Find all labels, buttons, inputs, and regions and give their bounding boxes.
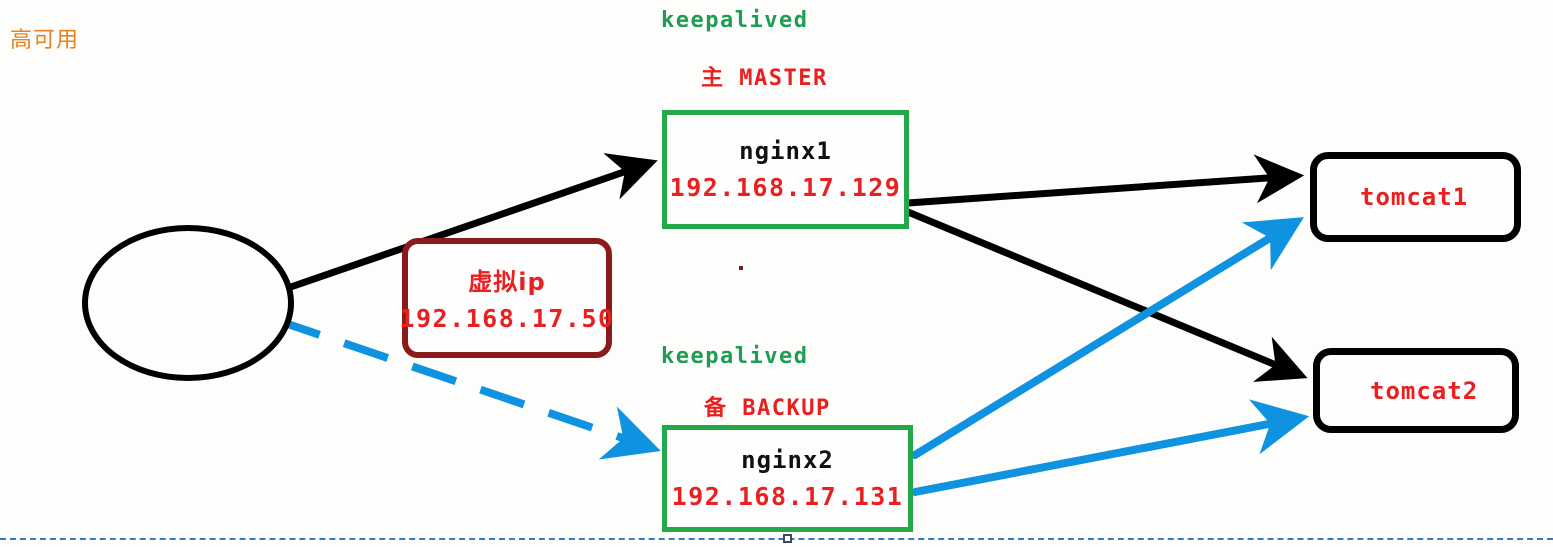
ink-dot-artifact bbox=[739, 266, 743, 270]
client-ellipse[interactable] bbox=[82, 225, 294, 381]
label-role-master: 主 MASTER bbox=[701, 66, 828, 91]
edge-nginx2-to-tomcat2 bbox=[911, 399, 1310, 496]
node-tomcat1[interactable]: tomcat1 bbox=[1310, 152, 1521, 242]
canvas-resize-handle[interactable] bbox=[783, 534, 792, 543]
canvas-boundary-line bbox=[0, 538, 1553, 540]
node-tomcat2[interactable]: tomcat2 bbox=[1313, 348, 1519, 433]
page-title: 高可用 bbox=[10, 28, 80, 53]
virtual-ip-title: 虚拟ip bbox=[468, 267, 546, 296]
nginx1-title: nginx1 bbox=[739, 136, 832, 165]
edge-nginx2-to-tomcat1 bbox=[911, 217, 1304, 459]
virtual-ip-address: 192.168.17.50 bbox=[399, 303, 615, 333]
edge-nginx1-to-tomcat1 bbox=[904, 154, 1305, 207]
label-keepalived-backup: keepalived bbox=[661, 344, 809, 369]
nginx2-title: nginx2 bbox=[741, 445, 834, 474]
label-role-backup: 备 BACKUP bbox=[704, 396, 831, 421]
node-nginx1[interactable]: nginx1 192.168.17.129 bbox=[662, 110, 909, 229]
tomcat1-title: tomcat1 bbox=[1360, 183, 1469, 211]
nginx2-ip: 192.168.17.131 bbox=[671, 481, 904, 511]
nginx1-ip: 192.168.17.129 bbox=[669, 172, 902, 202]
edge-nginx1-to-tomcat2 bbox=[904, 208, 1308, 382]
label-keepalived-master: keepalived bbox=[661, 8, 809, 33]
tomcat2-title: tomcat2 bbox=[1370, 376, 1479, 405]
node-nginx2[interactable]: nginx2 192.168.17.131 bbox=[662, 425, 913, 532]
node-virtual-ip[interactable]: 虚拟ip 192.168.17.50 bbox=[399, 238, 615, 358]
